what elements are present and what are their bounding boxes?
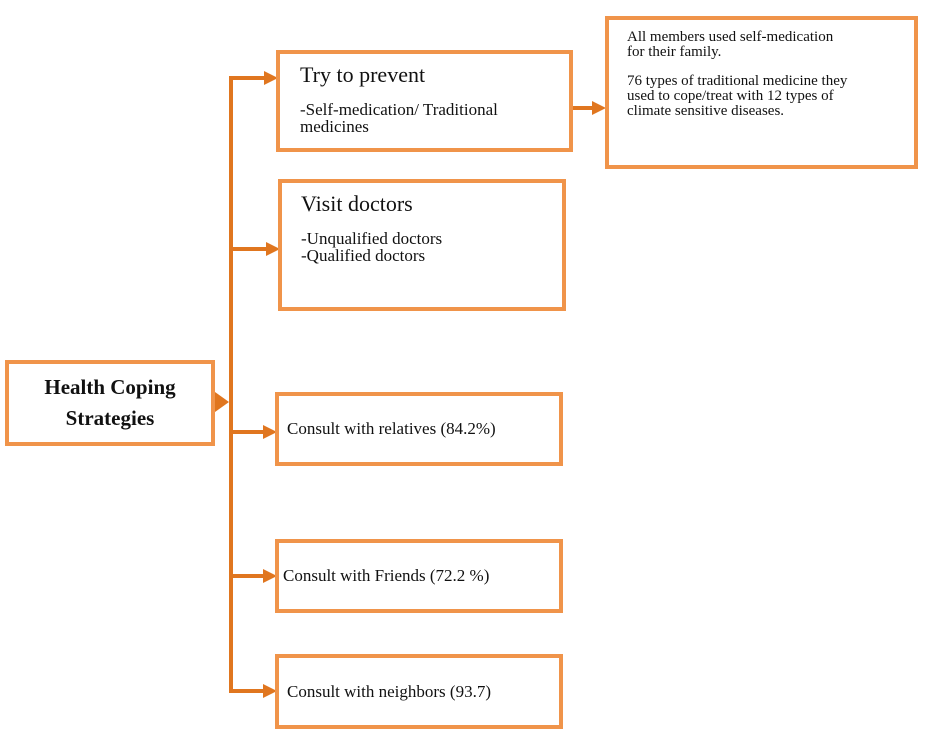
note-para1-line1: All members used self-medication [627, 29, 834, 45]
node-self-medication-note: All members used self-medication for the… [605, 16, 918, 169]
arrowhead-neighbors [263, 684, 277, 698]
note-para1-line2: for their family. [627, 44, 722, 60]
arrowhead-friends [263, 569, 277, 583]
arrowhead-root [215, 392, 229, 412]
root-label-line1: Health Coping [44, 375, 176, 399]
prevent-title: Try to prevent [300, 62, 426, 87]
root-node-health-coping-strategies: Health Coping Strategies [5, 360, 215, 446]
root-label-line2: Strategies [65, 406, 155, 430]
doctors-line1: -Unqualified doctors [301, 229, 443, 248]
arrowhead-relatives [263, 425, 277, 439]
prevent-line2: medicines [300, 117, 369, 136]
node-consult-relatives: Consult with relatives (84.2%) [275, 392, 563, 466]
doctors-line2: -Qualified doctors [301, 246, 426, 265]
friends-label: Consult with Friends (72.2 %) [283, 566, 490, 585]
node-consult-friends: Consult with Friends (72.2 %) [275, 539, 563, 613]
node-visit-doctors: Visit doctors -Unqualified doctors -Qual… [278, 179, 566, 311]
note-para2-line2: used to cope/treat with 12 types of [627, 88, 834, 104]
arrowhead-prevent [264, 71, 278, 85]
node-consult-neighbors: Consult with neighbors (93.7) [275, 654, 563, 729]
note-para2-line1: 76 types of traditional medicine they [627, 73, 848, 89]
arrowhead-doctors [266, 242, 280, 256]
arrowhead-note [592, 101, 606, 115]
relatives-label: Consult with relatives (84.2%) [287, 419, 496, 438]
node-try-to-prevent: Try to prevent -Self-medication/ Traditi… [276, 50, 573, 152]
note-para2-line3: climate sensitive diseases. [627, 103, 785, 119]
neighbors-label: Consult with neighbors (93.7) [287, 681, 491, 701]
doctors-title: Visit doctors [301, 191, 413, 216]
prevent-line1: -Self-medication/ Traditional [300, 100, 498, 119]
